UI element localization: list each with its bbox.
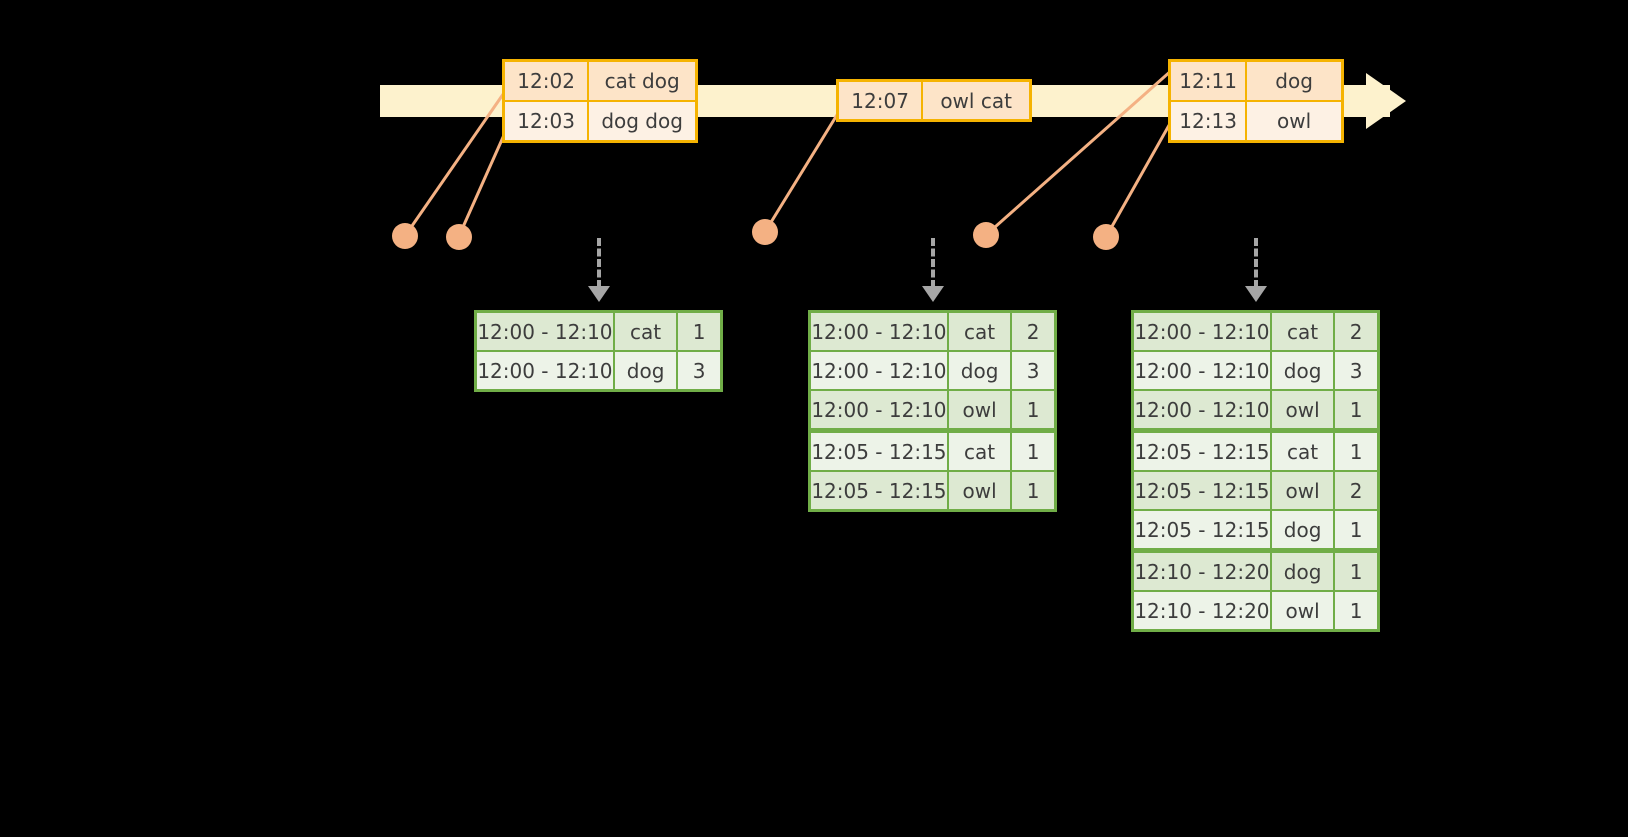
cell-window: 12:00 - 12:10 <box>1134 352 1272 389</box>
cell-count: 3 <box>1335 352 1377 389</box>
dot-12-02 <box>392 223 418 249</box>
event-row: 12:13 owl <box>1171 100 1341 140</box>
link-12-07 <box>763 109 842 233</box>
stream-timeline-arrowhead-icon <box>1366 73 1406 129</box>
link-12-03 <box>457 125 510 237</box>
event-group-3: 12:11 dog 12:13 owl <box>1168 59 1344 143</box>
event-words: dog dog <box>589 102 695 140</box>
cell-count: 1 <box>1335 391 1377 428</box>
cell-word: dog <box>1271 352 1336 389</box>
dot-12-07 <box>752 219 778 245</box>
event-row: 12:03 dog dog <box>505 100 695 140</box>
event-words: cat dog <box>589 62 695 100</box>
cell-word: cat <box>948 313 1013 350</box>
cell-word: cat <box>1271 313 1336 350</box>
event-row: 12:11 dog <box>1171 62 1341 100</box>
cell-count: 2 <box>1335 472 1377 509</box>
arrow-stem <box>1254 238 1258 288</box>
arrow-head-icon <box>588 286 610 302</box>
cell-word: owl <box>948 472 1013 509</box>
event-time: 12:03 <box>505 102 590 140</box>
cell-word: owl <box>1271 472 1336 509</box>
cell-window: 12:05 - 12:15 <box>811 472 949 509</box>
event-group-1: 12:02 cat dog 12:03 dog dog <box>502 59 698 143</box>
event-words: dog <box>1247 62 1341 100</box>
cell-count: 1 <box>1335 592 1377 629</box>
cell-count: 1 <box>1335 433 1377 470</box>
cell-word: dog <box>948 352 1013 389</box>
dot-12-13 <box>1093 224 1119 250</box>
cell-count: 3 <box>678 352 720 389</box>
cell-window: 12:00 - 12:10 <box>811 313 949 350</box>
cell-word: cat <box>948 433 1013 470</box>
event-row: 12:07 owl cat <box>839 82 1029 119</box>
cell-word: owl <box>1271 391 1336 428</box>
cell-window: 12:00 - 12:10 <box>811 391 949 428</box>
cell-word: dog <box>614 352 679 389</box>
event-time: 12:13 <box>1171 102 1248 140</box>
event-row: 12:02 cat dog <box>505 62 695 100</box>
event-words: owl cat <box>923 82 1029 119</box>
cell-word: dog <box>1271 511 1336 548</box>
cell-window: 12:05 - 12:15 <box>1134 511 1272 548</box>
arrow-stem <box>931 238 935 288</box>
cell-word: dog <box>1271 553 1336 590</box>
cell-count: 2 <box>1012 313 1054 350</box>
cell-window: 12:00 - 12:10 <box>477 313 615 350</box>
cell-count: 3 <box>1012 352 1054 389</box>
event-group-2: 12:07 owl cat <box>836 79 1032 122</box>
cell-window: 12:05 - 12:15 <box>811 433 949 470</box>
dot-12-11 <box>973 222 999 248</box>
link-12-13 <box>1104 119 1174 238</box>
event-time: 12:07 <box>839 82 924 119</box>
cell-count: 1 <box>678 313 720 350</box>
cell-window: 12:05 - 12:15 <box>1134 472 1272 509</box>
cell-count: 1 <box>1012 391 1054 428</box>
arrow-head-icon <box>1245 286 1267 302</box>
cell-window: 12:00 - 12:10 <box>1134 391 1272 428</box>
cell-count: 2 <box>1335 313 1377 350</box>
cell-word: cat <box>614 313 679 350</box>
cell-word: owl <box>1271 592 1336 629</box>
event-time: 12:11 <box>1171 62 1248 100</box>
event-time: 12:02 <box>505 62 590 100</box>
arrow-stem <box>597 238 601 288</box>
cell-window: 12:05 - 12:15 <box>1134 433 1272 470</box>
cell-window: 12:00 - 12:10 <box>1134 313 1272 350</box>
cell-count: 1 <box>1012 433 1054 470</box>
cell-window: 12:00 - 12:10 <box>811 352 949 389</box>
dot-12-03 <box>446 224 472 250</box>
cell-word: cat <box>1271 433 1336 470</box>
event-words: owl <box>1247 102 1341 140</box>
cell-window: 12:10 - 12:20 <box>1134 592 1272 629</box>
cell-count: 1 <box>1335 553 1377 590</box>
cell-window: 12:00 - 12:10 <box>477 352 615 389</box>
cell-word: owl <box>948 391 1013 428</box>
cell-count: 1 <box>1012 472 1054 509</box>
cell-count: 1 <box>1335 511 1377 548</box>
arrow-head-icon <box>922 286 944 302</box>
cell-window: 12:10 - 12:20 <box>1134 553 1272 590</box>
